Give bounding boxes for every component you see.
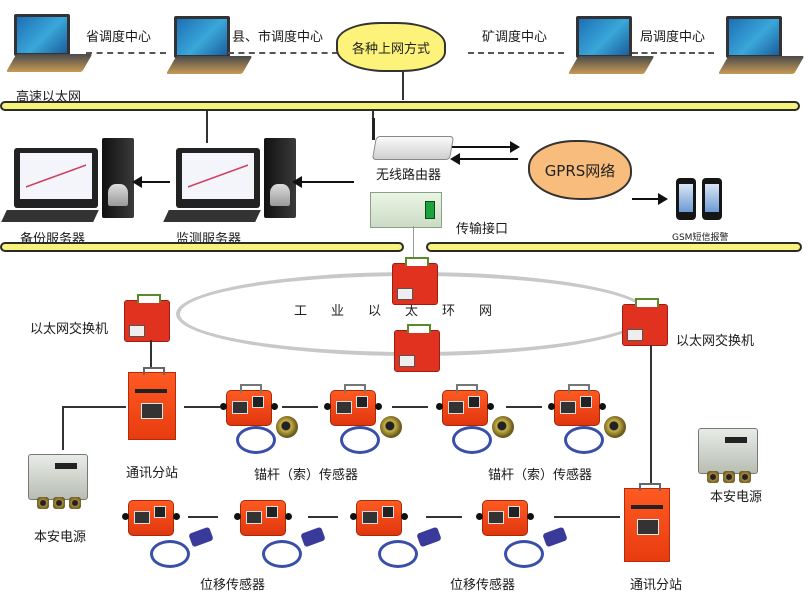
sensor-cable [452,426,492,454]
displacement-probe [188,526,214,548]
label-county-center: 县、市调度中心 [232,30,324,45]
sensor-cable [340,426,380,454]
ring-switch-top[interactable] [385,257,445,305]
anchor-sensor-4[interactable] [548,384,606,426]
comm-substation-left[interactable] [128,367,176,440]
displacement-probe [300,526,326,548]
power-right-label: 本安电源 [710,490,763,505]
router-label: 无线路由器 [376,168,442,183]
connector-line [188,516,218,518]
anchor-sensor-2[interactable] [324,384,382,426]
connector-line [206,111,208,143]
anchor-sensor-label-b: 锚杆（索）传感器 [488,468,593,483]
arrow-to-monitoring [292,176,354,188]
connector-line [650,345,652,485]
connector-line [413,226,414,262]
internet-access-cloud: 各种上网方式 [336,22,446,72]
connector-line [62,406,64,450]
connector-line [282,406,318,408]
connector-line [426,516,462,518]
backup-server[interactable] [1,138,138,224]
anchor-sensor-label-a: 锚杆（索）传感器 [254,468,359,483]
displacement-sensor-1[interactable] [122,500,180,536]
ring-switch-left[interactable] [117,294,177,342]
gsm-alarm-label: GSM短信报警 [672,233,729,243]
sensor-cable [150,540,190,568]
arrow-gprs-to-router [450,153,518,165]
phone-icon [676,178,696,220]
connector-line [506,406,542,408]
power-left-label: 本安电源 [34,530,87,545]
sensor-cable [378,540,418,568]
sensor-cable [564,426,604,454]
wireless-router[interactable] [371,136,455,160]
high-speed-ethernet-bus [0,101,800,111]
displacement-sensor-2[interactable] [234,500,292,536]
anchor-sensor-3[interactable] [436,384,494,426]
transfer-interface-label: 传输接口 [456,222,509,237]
dashed-link [228,52,338,54]
connector-line [554,516,620,518]
substation-right-label: 通讯分站 [630,578,683,593]
server-bus-right [426,242,802,252]
connector-line [372,111,374,121]
laptop-county-center[interactable] [166,16,253,80]
arrow-gprs-to-phones [632,193,668,205]
sensor-cable [504,540,544,568]
laptop-mine-center[interactable] [568,16,655,80]
gprs-network-cloud: GPRS网络 [528,140,632,200]
comm-substation-right[interactable] [624,483,670,562]
dashed-link [468,52,564,54]
connector-line [62,406,126,408]
displacement-label-b: 位移传感器 [450,578,516,593]
label-mine-center: 矿调度中心 [482,30,548,45]
server-bus-left [0,242,404,252]
arrow-to-backup [132,176,170,188]
pressure-disc [380,416,402,438]
gprs-cloud-label: GPRS网络 [544,161,616,180]
connector-line [392,406,428,408]
dashed-link [632,52,714,54]
switch-left-label: 以太网交换机 [30,322,109,337]
ring-switch-bottom[interactable] [387,324,447,372]
connector-line [150,340,152,368]
ring-switch-right[interactable] [615,298,675,346]
sensor-cable [262,540,302,568]
pressure-disc [492,416,514,438]
laptop-bureau-center[interactable] [718,16,805,80]
phone-icon [702,178,722,220]
connector-line [402,72,404,100]
laptop-provincial-center[interactable] [6,14,93,78]
pressure-disc [276,416,298,438]
displacement-sensor-3[interactable] [350,500,408,536]
arrow-router-to-gprs [452,141,520,153]
internet-cloud-label: 各种上网方式 [351,41,430,57]
displacement-label-a: 位移传感器 [200,578,266,593]
anchor-sensor-1[interactable] [220,384,278,426]
label-provincial-center: 省调度中心 [86,30,152,45]
displacement-probe [416,526,442,548]
intrinsic-power-right[interactable] [698,428,758,483]
connector-line [184,406,220,408]
monitoring-server[interactable] [163,138,300,224]
transfer-interface-device[interactable] [370,192,442,228]
intrinsic-power-left[interactable] [28,454,88,509]
displacement-sensor-4[interactable] [476,500,534,536]
router-antenna [372,118,375,140]
displacement-probe [542,526,568,548]
label-bureau-center: 局调度中心 [640,30,706,45]
connector-line [308,516,338,518]
ring-label: 工业以太环网 [294,304,517,319]
sensor-cable [236,426,276,454]
pressure-disc [604,416,626,438]
dashed-link [86,52,166,54]
switch-right-label: 以太网交换机 [676,334,755,349]
substation-left-label: 通讯分站 [126,466,179,481]
